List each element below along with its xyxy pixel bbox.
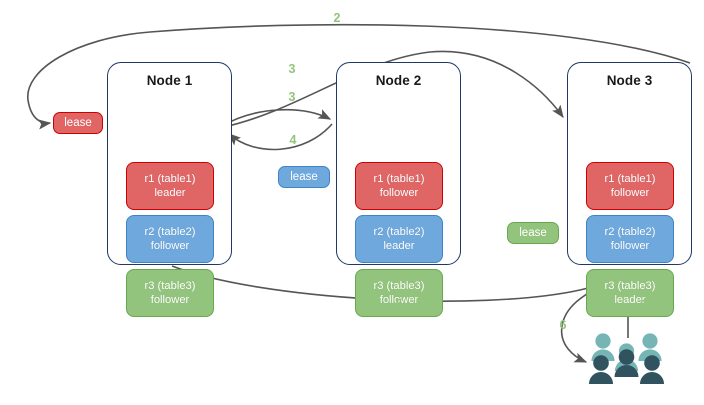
edge-label-5: 5: [395, 297, 403, 311]
lease-badge-r2[interactable]: lease: [278, 166, 330, 188]
users-icon: [589, 333, 664, 384]
edge-2-path: [27, 23, 691, 130]
replica-r1[interactable]: r1 (table1) follower: [355, 162, 443, 210]
replica-name: r3 (table3): [144, 280, 196, 292]
replica-role: follower: [379, 187, 419, 199]
replica-r3[interactable]: r3 (table3) leader: [586, 269, 674, 317]
edge-3-lower-path: [223, 108, 332, 126]
edge-4-path: [228, 123, 333, 151]
edge-label-3-upper: 3: [288, 62, 296, 76]
replica-role: follower: [150, 294, 190, 306]
lease-badge-r3[interactable]: lease: [507, 222, 559, 244]
replica-name: r2 (table2): [373, 226, 425, 238]
node-box-2[interactable]: Node 2 r1 (table1) follower r2 (table2) …: [336, 62, 461, 317]
edge-label-2: 2: [333, 11, 341, 25]
node-box-1[interactable]: Node 1 r1 (table1) leader r2 (table2) fo…: [107, 62, 232, 317]
replica-role: follower: [379, 294, 419, 306]
edge-label-1: 1: [641, 297, 649, 311]
replica-r2[interactable]: r2 (table2) follower: [126, 215, 214, 263]
replica-role: leader: [383, 240, 415, 252]
edge-3-upper-path: [223, 50, 564, 128]
replica-r1[interactable]: r1 (table1) leader: [126, 162, 214, 210]
edge-label-6: 6: [559, 318, 567, 332]
replica-role: leader: [154, 187, 186, 199]
replica-r2[interactable]: r2 (table2) leader: [355, 215, 443, 263]
node-box-3[interactable]: Node 3 r1 (table1) follower r2 (table2) …: [567, 62, 692, 317]
replica-role: follower: [610, 240, 650, 252]
replica-name: r2 (table2): [604, 226, 656, 238]
edge-label-3-lower: 3: [288, 90, 296, 104]
replica-r2[interactable]: r2 (table2) follower: [586, 215, 674, 263]
replica-role: leader: [614, 294, 646, 306]
node-title: Node 1: [146, 73, 193, 88]
replica-name: r1 (table1): [144, 173, 196, 185]
replica-r3[interactable]: r3 (table3) follower: [355, 269, 443, 317]
edge-label-4: 4: [289, 133, 297, 147]
replica-name: r1 (table1): [604, 173, 656, 185]
replica-r1[interactable]: r1 (table1) follower: [586, 162, 674, 210]
replica-role: follower: [610, 187, 650, 199]
replica-name: r1 (table1): [373, 173, 425, 185]
node-title: Node 2: [375, 73, 422, 88]
lease-badge-r1[interactable]: lease: [53, 112, 103, 134]
replica-r3[interactable]: r3 (table3) follower: [126, 269, 214, 317]
replica-role: follower: [150, 240, 190, 252]
replica-name: r2 (table2): [144, 226, 196, 238]
replica-name: r3 (table3): [373, 280, 425, 292]
node-title: Node 3: [606, 73, 653, 88]
replica-name: r3 (table3): [604, 280, 656, 292]
